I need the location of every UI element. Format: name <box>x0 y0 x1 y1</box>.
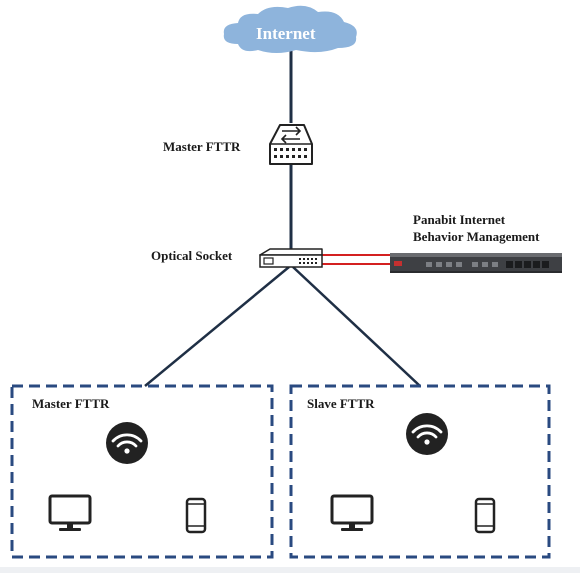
phone-icon <box>185 497 207 534</box>
monitor-icon <box>330 494 374 531</box>
link-socket-master <box>144 266 290 387</box>
master-fttr-router-label: Master FTTR <box>163 139 241 154</box>
rack-appliance-icon <box>390 253 562 273</box>
appliance-label-line1: Panabit Internet <box>413 212 506 227</box>
monitor-icon <box>48 494 92 531</box>
slave-fttr-zone <box>289 384 551 559</box>
optical-socket-icon <box>259 248 323 268</box>
optical-socket-label: Optical Socket <box>151 248 233 263</box>
slave-fttr-zone-label: Slave FTTR <box>307 396 375 411</box>
master-fttr-zone <box>10 384 274 559</box>
wifi-icon <box>406 413 448 455</box>
phone-icon <box>474 497 496 534</box>
link-socket-slave <box>292 266 421 387</box>
master-fttr-zone-label: Master FTTR <box>32 396 110 411</box>
appliance-label-line2: Behavior Management <box>413 229 540 244</box>
cloud-icon <box>223 5 357 53</box>
wifi-icon <box>106 422 148 464</box>
internet-label: Internet <box>256 24 316 43</box>
switch-router-icon <box>269 124 313 165</box>
bottom-strip <box>0 567 580 573</box>
